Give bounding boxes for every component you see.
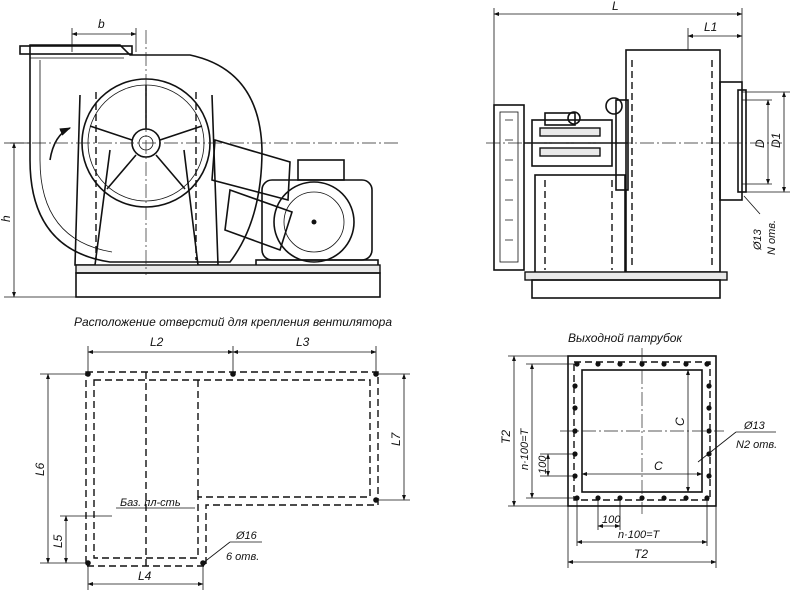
front-hole-count: N отв. xyxy=(766,220,778,255)
outlet-dim-nT-bottom: n·100=T xyxy=(618,529,661,541)
fan-side-view: b h xyxy=(0,17,400,298)
dim-L4: L4 xyxy=(138,569,152,583)
dim-b: b xyxy=(98,17,105,31)
dim-L6: L6 xyxy=(33,462,47,476)
outlet-dim-T2-left: T2 xyxy=(499,430,513,444)
outlet-dim-T2-bottom: T2 xyxy=(634,547,648,561)
dim-D1: D1 xyxy=(769,133,783,148)
outlet-hole-count: N2 отв. xyxy=(736,439,777,451)
dim-L2: L2 xyxy=(150,335,164,349)
outlet-dim-C-vertical: C xyxy=(673,417,687,426)
outlet-dim-nT-left: n·100=T xyxy=(519,427,531,470)
outlet-view: Выходной патрубок xyxy=(499,331,777,568)
plan-hole-count: 6 отв. xyxy=(226,551,259,563)
dim-D: D xyxy=(753,139,767,148)
dim-L5: L5 xyxy=(51,534,65,548)
dim-L: L xyxy=(612,0,619,13)
outlet-dim-100-left: 100 xyxy=(537,455,549,474)
plan-hole-dia: Ø16 xyxy=(235,530,258,542)
dim-h: h xyxy=(0,215,13,222)
outlet-title: Выходной патрубок xyxy=(568,331,683,345)
outlet-dim-C-horizontal: C xyxy=(654,459,663,473)
outlet-hole-dia: Ø13 xyxy=(743,420,766,432)
dim-L7: L7 xyxy=(389,431,403,446)
fan-front-view: L L1 D D1 Ø13 N отв. xyxy=(486,0,790,299)
outlet-dim-100-bottom: 100 xyxy=(602,514,621,526)
base-plane-label: Баз. пл-сть xyxy=(120,497,181,509)
dim-L3: L3 xyxy=(296,335,310,349)
dim-L1: L1 xyxy=(704,20,717,34)
holes-plan-view: Расположение отверстий для крепления вен… xyxy=(33,315,410,590)
holes-plan-title: Расположение отверстий для крепления вен… xyxy=(74,315,392,329)
front-hole-dia: Ø13 xyxy=(752,228,764,251)
